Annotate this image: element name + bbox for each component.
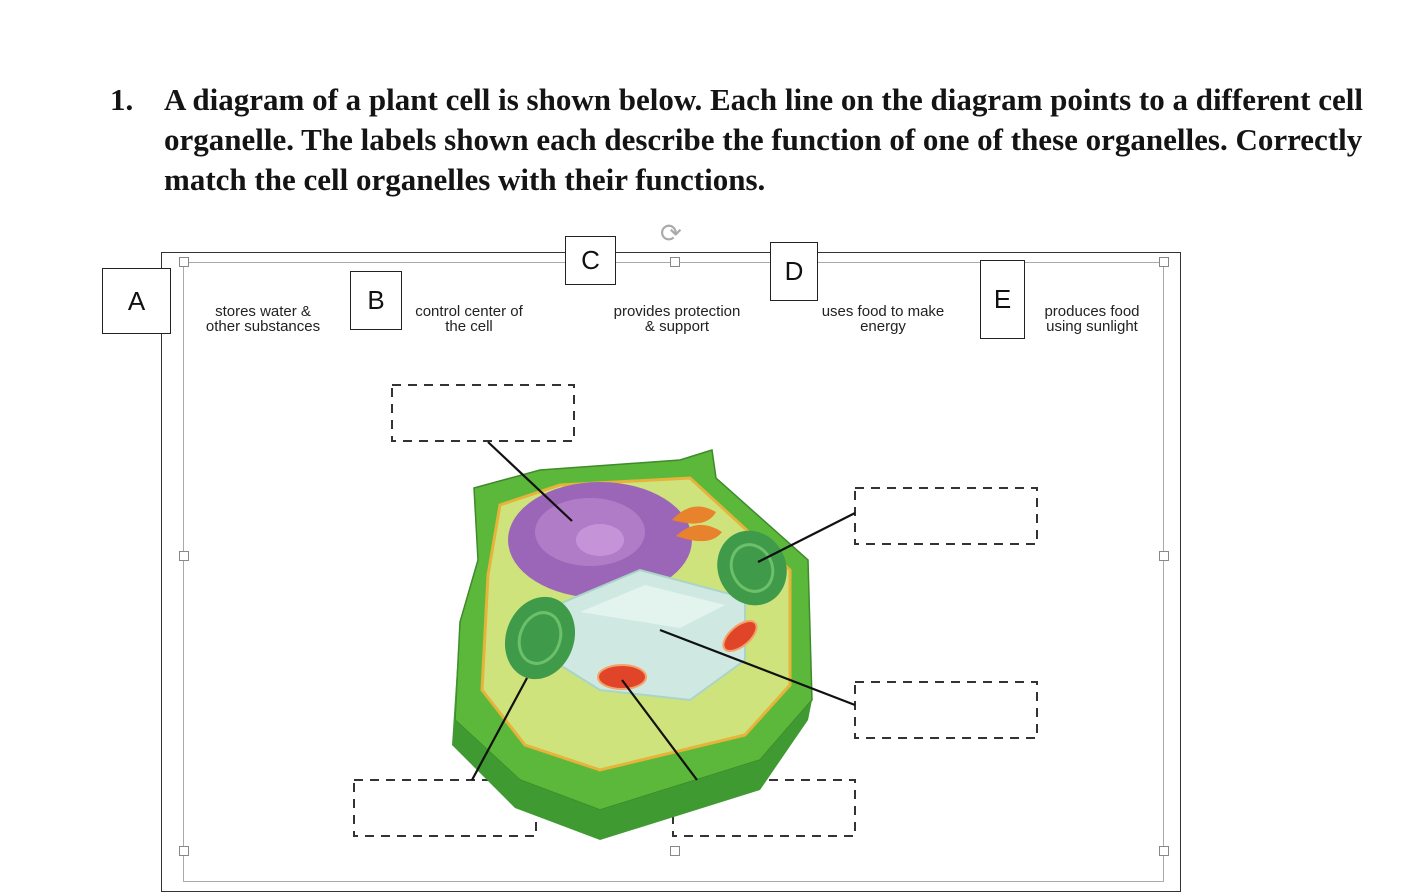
pointer-line-mitochondria-bottom	[621, 679, 698, 781]
resize-handle-top-right[interactable]	[1159, 257, 1169, 267]
resize-handle-top-middle[interactable]	[670, 257, 680, 267]
answer-box-vacuole[interactable]	[854, 681, 1038, 739]
cell-wall-side	[452, 622, 812, 840]
rotate-handle-icon[interactable]: ⟳	[660, 218, 682, 248]
letter-box-e[interactable]: E	[980, 260, 1025, 339]
resize-handle-top-left[interactable]	[179, 257, 189, 267]
chloroplast	[504, 530, 787, 680]
pointer-line-chloroplast-right	[757, 512, 856, 563]
resize-handle-middle-right[interactable]	[1159, 551, 1169, 561]
pointer-line-cell-wall	[471, 677, 528, 781]
plant-cell-diagram	[353, 384, 1038, 840]
answer-box-mitochondria[interactable]	[854, 487, 1038, 545]
nucleus	[508, 482, 692, 598]
question-number: 1.	[110, 82, 134, 117]
mitochondria	[597, 620, 758, 690]
letter-box-c[interactable]: C	[565, 236, 616, 285]
pointer-line-nucleus	[487, 441, 573, 522]
letter-box-a[interactable]: A	[102, 268, 171, 334]
pointer-line-vacuole	[659, 628, 856, 707]
resize-handle-middle-left[interactable]	[179, 551, 189, 561]
central-vacuole-top	[580, 585, 725, 628]
function-label-a: stores water &other substances	[205, 303, 321, 335]
function-label-c: provides protection& support	[613, 303, 741, 335]
letter-box-d[interactable]: D	[770, 242, 818, 301]
question-text: A diagram of a plant cell is shown below…	[164, 82, 1363, 197]
golgi-body	[672, 506, 722, 542]
answer-box-nucleus[interactable]	[391, 384, 575, 442]
letter-box-b[interactable]: B	[350, 271, 402, 330]
